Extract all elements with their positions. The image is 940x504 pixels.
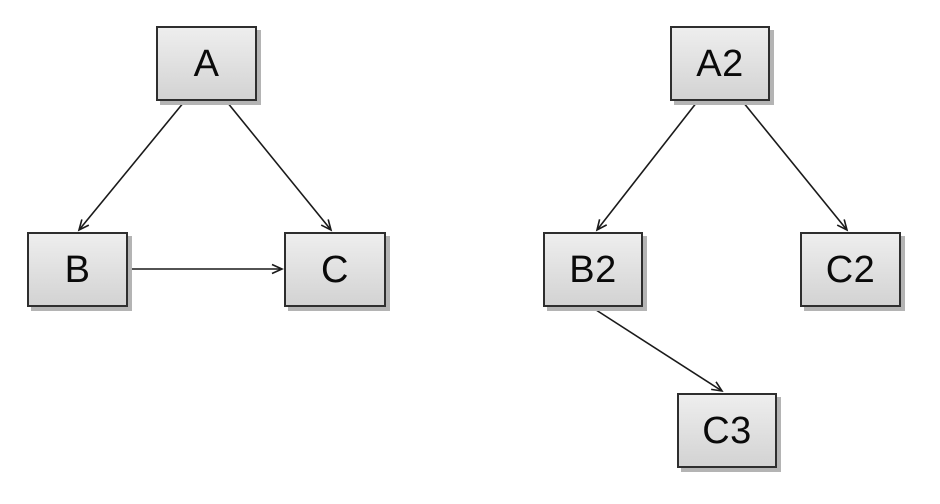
edge-a-c bbox=[226, 101, 333, 232]
node-label-a: A bbox=[193, 42, 220, 85]
node-b2: B2 bbox=[543, 232, 643, 307]
node-c3: C3 bbox=[677, 393, 777, 468]
node-a2: A2 bbox=[670, 26, 770, 101]
edge-a2-b2 bbox=[595, 101, 698, 232]
edge-a-b bbox=[77, 101, 185, 232]
node-label-c2: C2 bbox=[825, 248, 876, 291]
node-label-b: B bbox=[64, 248, 91, 291]
node-c2: C2 bbox=[800, 232, 901, 307]
node-label-c: C bbox=[321, 248, 349, 291]
node-c: C bbox=[284, 232, 386, 307]
node-b: B bbox=[27, 232, 128, 307]
node-label-c3: C3 bbox=[702, 409, 752, 452]
node-label-b2: B2 bbox=[569, 248, 617, 291]
node-label-a2: A2 bbox=[696, 42, 744, 85]
edge-b2-c3 bbox=[592, 307, 724, 393]
node-a: A bbox=[156, 26, 257, 101]
edge-a2-c2 bbox=[742, 101, 849, 232]
